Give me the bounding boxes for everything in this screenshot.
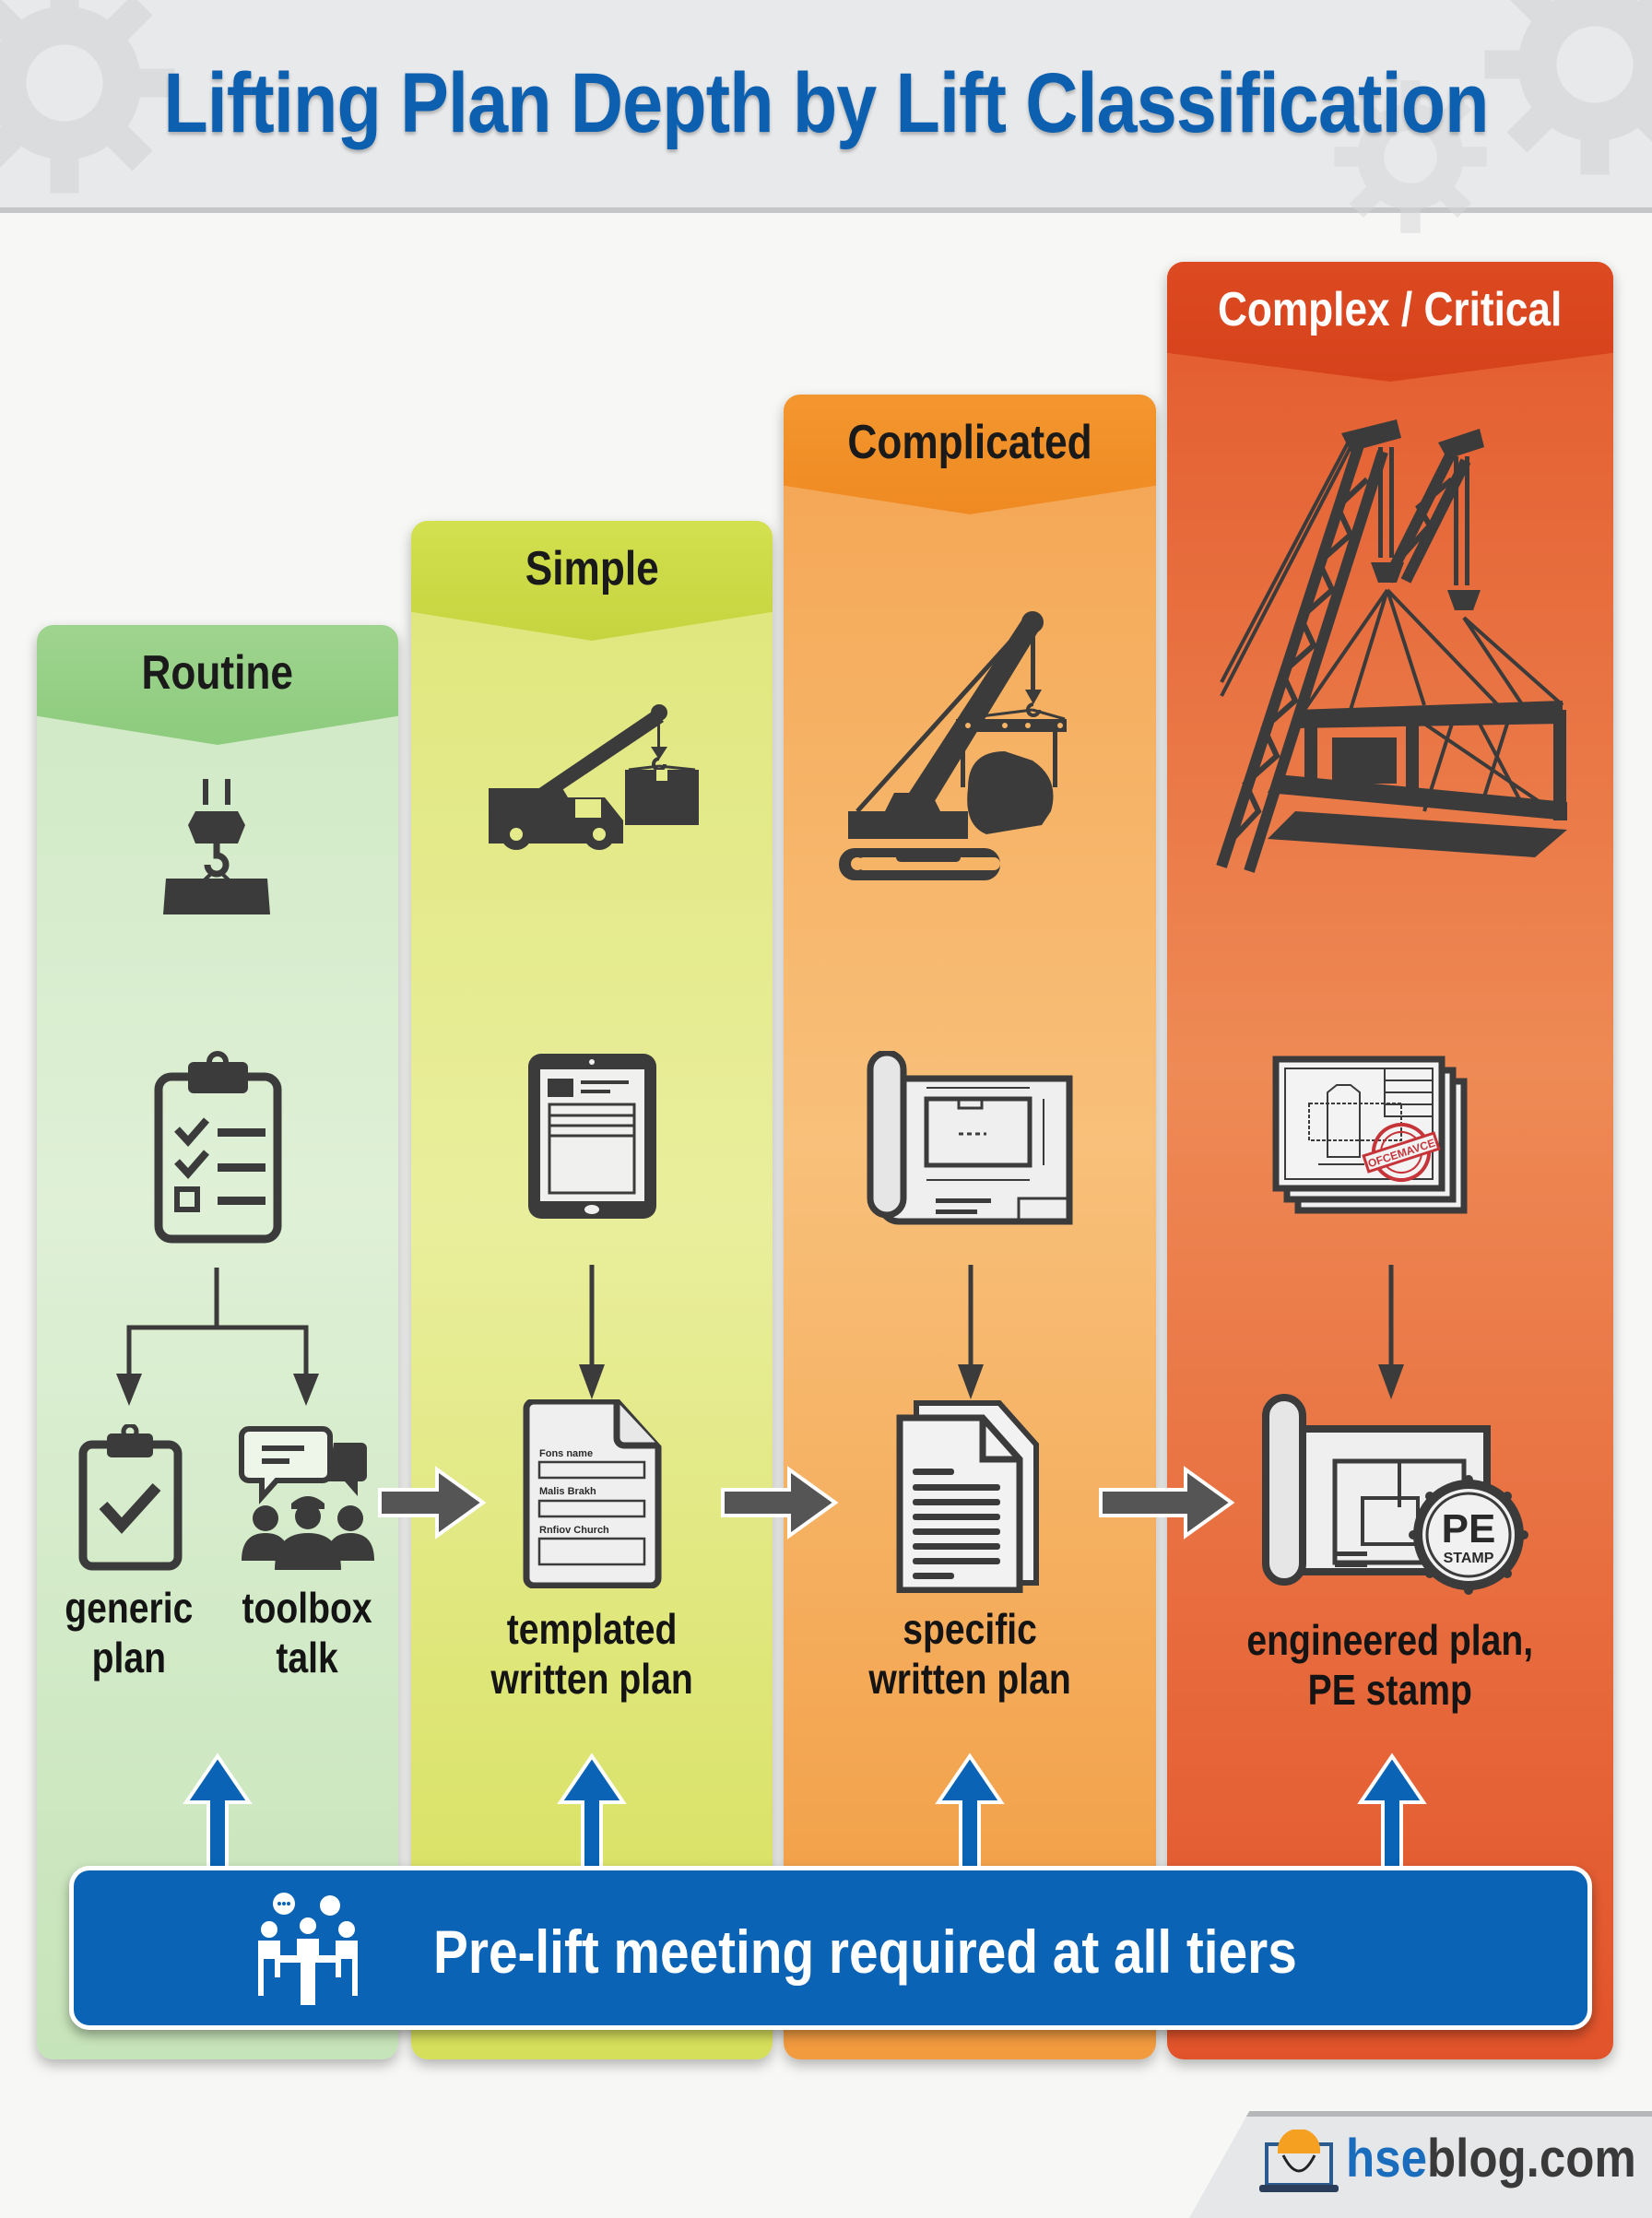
checklist-clipboard-icon (154, 1051, 282, 1244)
down-arrow-icon (579, 1265, 605, 1399)
tier-header-simple: Simple (411, 521, 773, 641)
output-label-engineered-plan: engineered plan,PE stamp (1246, 1616, 1534, 1714)
right-arrow-icon (721, 1466, 839, 1540)
stamped-drawing-set-icon: OFCEMAVCE (1272, 1056, 1468, 1214)
up-arrow-icon (557, 1752, 627, 1871)
form-field-label: Fons name (539, 1448, 593, 1459)
up-arrow-icon (183, 1752, 253, 1871)
tier-label: Complex / Critical (1218, 283, 1563, 336)
tablet-form-icon (528, 1054, 656, 1219)
tier-label: Routine (141, 646, 294, 700)
form-field-label: Rnfiov Church (539, 1525, 609, 1536)
branch-arrow-icon (116, 1268, 319, 1406)
tandem-lattice-crane-icon (1216, 419, 1567, 873)
crawler-crane-icon (839, 611, 1067, 880)
down-arrow-icon (958, 1265, 984, 1399)
tier-header-routine: Routine (37, 625, 398, 745)
up-arrow-icon (935, 1752, 1005, 1871)
gear-decoration-icon (1334, 80, 1487, 233)
mobile-crane-truck-icon (489, 704, 699, 850)
up-arrow-icon (1357, 1752, 1427, 1871)
blueprint-scroll-icon (867, 1051, 1073, 1225)
form-field-label: Malis Brakh (539, 1486, 596, 1497)
gear-decoration-icon (1484, 0, 1652, 175)
crane-hook-load-icon (163, 779, 270, 914)
meeting-table-icon (258, 1893, 358, 2005)
pe-stamp-badge: PE STAMP (1409, 1475, 1528, 1595)
site-logo-text: hseblog.com (1346, 2129, 1636, 2189)
tier-label: Simple (525, 542, 659, 596)
page-title: Lifting Plan Depth by Lift Classificatio… (163, 56, 1489, 150)
hard-hat-laptop-icon (1259, 2130, 1339, 2192)
pre-lift-meeting-banner: Pre-lift meeting required at all tiers (69, 1866, 1592, 2030)
down-arrow-icon (1378, 1265, 1404, 1399)
right-arrow-icon (378, 1466, 487, 1540)
header-band: Lifting Plan Depth by Lift Classificatio… (0, 0, 1652, 233)
multi-page-document-icon (896, 1400, 1039, 1593)
stamp-sub-text: STAMP (1444, 1551, 1494, 1566)
toolbox-talk-group-icon (239, 1426, 374, 1570)
right-arrow-icon (1099, 1466, 1235, 1540)
template-form-document-icon: Fons name Malis Brakh Rnfiov Church (523, 1399, 662, 1588)
engineered-blueprint-pe-stamp-icon: PE STAMP (1262, 1394, 1528, 1595)
clipboard-check-icon (78, 1424, 183, 1571)
tier-header-complicated: Complicated (784, 395, 1156, 514)
tier-label: Complicated (847, 416, 1092, 469)
tier-header-complex-critical: Complex / Critical (1167, 262, 1613, 382)
gear-decoration-icon (0, 0, 175, 194)
stamp-main-text: PE (1442, 1506, 1496, 1551)
banner-text: Pre-lift meeting required at all tiers (433, 1917, 1297, 1986)
